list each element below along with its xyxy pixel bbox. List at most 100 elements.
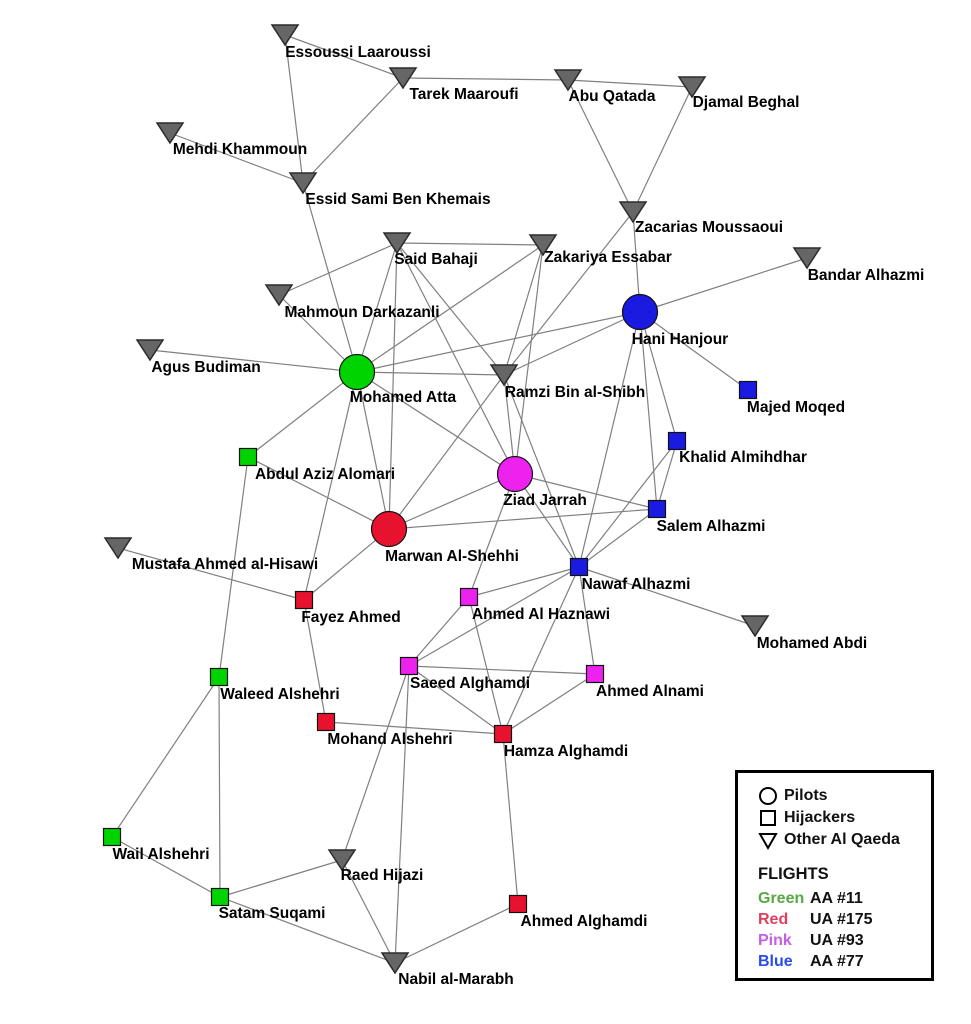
node-khalid — [667, 431, 687, 451]
edge-zakariya-ziad — [514, 244, 544, 475]
edge-ziad-haznawi — [468, 473, 516, 598]
node-tarek — [388, 67, 418, 90]
node-majed — [738, 380, 758, 400]
legend-box: Pilots Hijackers Other Al Qaeda FLIGHTS … — [735, 770, 934, 981]
edge-alnami-hamza — [502, 673, 596, 735]
node-label-mustafa: Mustafa Ahmed al-Hisawi — [132, 556, 318, 573]
legend-label-pilots: Pilots — [784, 787, 828, 804]
node-agus — [135, 339, 165, 362]
node-satam — [210, 887, 230, 907]
node-djamal — [677, 76, 707, 99]
node-label-fayez: Fayez Ahmed — [301, 609, 400, 626]
node-label-essid: Essid Sami Ben Khemais — [305, 191, 490, 208]
node-label-essoussi: Essoussi Laaroussi — [285, 44, 431, 61]
edge-fayez-mohand — [303, 599, 327, 723]
node-label-khalid: Khalid Almihdhar — [679, 449, 807, 466]
node-label-abdi: Mohamed Abdi — [757, 635, 868, 652]
node-label-bandar: Bandar Alhazmi — [808, 267, 925, 284]
edge-zakariya-ramzi — [503, 244, 544, 376]
edge-nawaf-saeed — [408, 566, 580, 667]
edge-saeed-alnami — [408, 665, 596, 675]
edge-saeed-nabil — [394, 665, 410, 964]
node-label-mohand: Mohand Alshehri — [327, 731, 452, 748]
node-ahmedalg — [508, 894, 528, 914]
edge-atta-marwan — [356, 371, 390, 530]
node-label-mahmoun: Mahmoun Darkazanli — [284, 304, 439, 321]
node-label-nabil: Nabil al-Marabh — [398, 971, 513, 988]
edge-mahmoun-atta — [278, 294, 358, 373]
flight-row-pink: Pink UA #93 — [758, 930, 931, 951]
node-label-satam: Satam Suqami — [219, 905, 326, 922]
node-label-waleed: Waleed Alshehri — [220, 686, 339, 703]
edge-ziad-marwan — [388, 473, 516, 530]
flight-name-green: Green — [758, 889, 805, 907]
node-alnami — [585, 664, 605, 684]
edge-wail-satam — [111, 836, 221, 898]
edge-said-ziad — [396, 242, 516, 475]
node-label-salem: Salem Alhazmi — [657, 518, 766, 535]
edge-essoussi-essid — [284, 34, 304, 184]
edge-haznawi-saeed — [408, 596, 470, 667]
flight-code-green: AA #11 — [810, 889, 863, 907]
edge-haznawi-hamza — [468, 596, 504, 735]
edge-atta-ramzi — [356, 371, 505, 376]
node-label-ziad: Ziad Jarrah — [503, 492, 587, 509]
node-label-hamza: Hamza Alghamdi — [504, 743, 628, 760]
node-label-djamal: Djamal Beghal — [693, 94, 800, 111]
node-mahmoun — [264, 284, 294, 307]
flight-code-red: UA #175 — [810, 910, 873, 928]
legend-item-other: Other Al Qaeda — [758, 829, 931, 851]
legend-label-other: Other Al Qaeda — [784, 831, 900, 848]
node-raed — [327, 849, 357, 872]
edge-mehdi-essid — [169, 132, 304, 184]
node-marwan — [370, 510, 408, 548]
edge-said-marwan — [388, 242, 398, 530]
node-ziad — [496, 455, 534, 493]
node-nabil — [380, 952, 410, 975]
flights-title: FLIGHTS — [758, 865, 829, 883]
node-hamza — [493, 724, 513, 744]
node-essid — [288, 172, 318, 195]
edge-abuqatada-zacarias — [567, 79, 634, 213]
node-alomari — [238, 447, 258, 467]
node-haznawi — [459, 587, 479, 607]
edge-said-mahmoun — [278, 242, 398, 296]
hijacker-square-icon — [758, 807, 784, 829]
node-abdi — [740, 615, 770, 638]
pilot-circle-icon — [758, 785, 784, 807]
edge-satam-nabil — [219, 896, 396, 964]
edge-salem-nawaf — [578, 508, 658, 568]
edge-marwan-fayez — [303, 528, 390, 601]
node-said — [382, 232, 412, 255]
edge-tarek-abuqatada — [402, 77, 569, 81]
edge-khalid-nawaf — [578, 440, 678, 568]
node-label-said: Said Bahaji — [394, 251, 478, 268]
edge-hamza-ahmedalg — [502, 733, 519, 905]
edge-said-atta — [356, 242, 398, 373]
other-triangle-icon — [758, 829, 784, 851]
flight-row-blue: Blue AA #77 — [758, 951, 931, 972]
edge-hani-khalid — [639, 311, 678, 442]
node-label-abuqatada: Abu Qatada — [569, 88, 656, 105]
edge-nawaf-abdi — [578, 566, 756, 627]
edge-saeed-hamza — [408, 665, 504, 735]
node-label-tarek: Tarek Maaroufi — [409, 86, 518, 103]
edge-djamal-zacarias — [632, 86, 693, 213]
edge-said-ramzi — [396, 242, 505, 376]
edge-hani-nawaf — [578, 311, 641, 568]
edge-waleed-satam — [218, 676, 221, 898]
node-bandar — [792, 247, 822, 270]
node-abuqatada — [553, 69, 583, 92]
flight-code-pink: UA #93 — [810, 931, 864, 949]
edge-abuqatada-djamal — [567, 79, 693, 88]
edge-agus-atta — [149, 349, 358, 373]
edge-nawaf-hamza — [502, 566, 580, 735]
node-label-hani: Hani Hanjour — [632, 331, 728, 348]
edge-nawaf-haznawi — [468, 566, 580, 598]
node-label-wail: Wail Alshehri — [112, 846, 209, 863]
flight-code-blue: AA #77 — [810, 952, 864, 970]
node-zakariya — [528, 234, 558, 257]
edge-waleed-wail — [111, 676, 220, 838]
flight-row-green: Green AA #11 — [758, 888, 931, 909]
